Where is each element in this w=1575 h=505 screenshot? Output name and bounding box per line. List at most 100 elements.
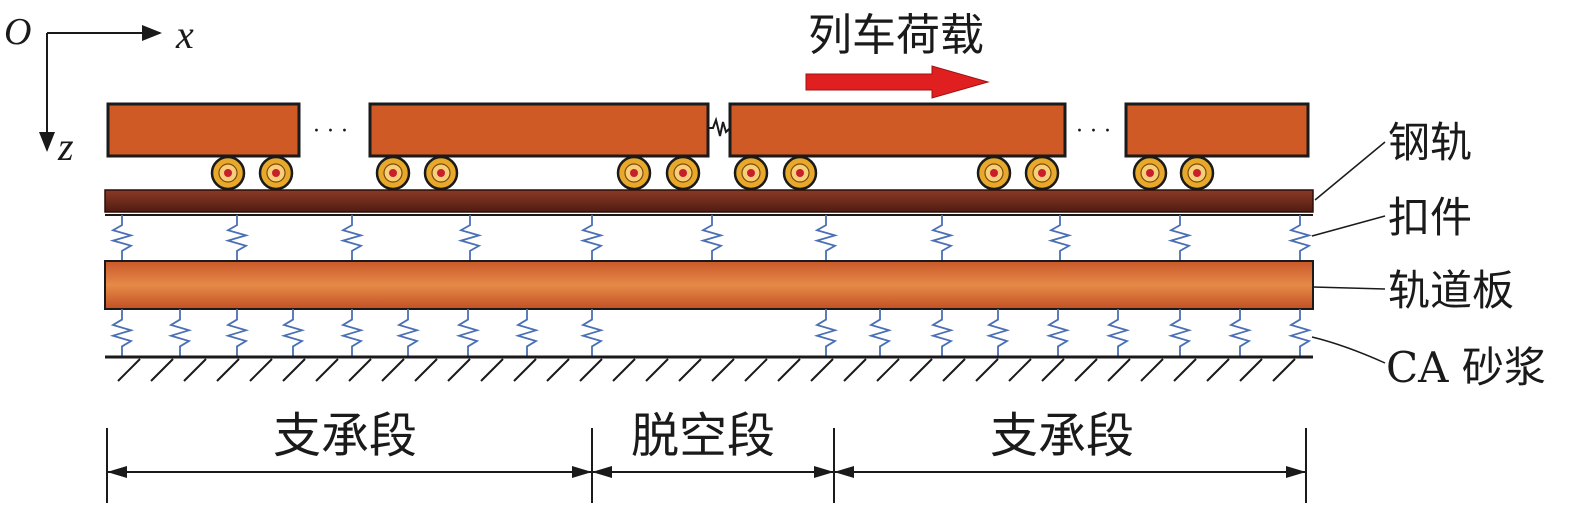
- rail: [104, 189, 1314, 213]
- fastener-leader: [1311, 215, 1386, 237]
- train-load: 列车荷载: [805, 10, 990, 99]
- dim-arrowhead: [592, 466, 612, 478]
- ground-hatch-line: [546, 358, 570, 382]
- fastener-spring: [339, 215, 365, 261]
- wheel: [375, 155, 411, 191]
- wheel-axle: [796, 169, 804, 177]
- mortar-spring: [579, 309, 605, 357]
- mortar-spring: [1045, 309, 1071, 357]
- ground-hatch-line: [810, 358, 834, 382]
- fastener-spring: [1167, 215, 1193, 261]
- ground-hatch-line: [975, 358, 999, 382]
- ground-hatch-line: [348, 358, 372, 382]
- ground-hatch-line: [414, 358, 438, 382]
- load-direction-arrow: [805, 65, 990, 99]
- train-load-label: 列车荷载: [808, 10, 984, 61]
- car-body-3: [728, 102, 1067, 158]
- fastener-spring: [1287, 215, 1313, 261]
- ground-hatch-line: [579, 358, 603, 382]
- ground-hatch-line: [1272, 358, 1296, 382]
- wheel-axle: [1038, 169, 1046, 177]
- wheel: [258, 155, 294, 191]
- wheel-axle: [224, 169, 232, 177]
- mortar-label: CA 砂浆: [1386, 343, 1546, 392]
- wheel: [616, 155, 652, 191]
- ground-hatch-line: [513, 358, 537, 382]
- mortar-spring: [929, 309, 955, 357]
- wheel-axle: [1146, 169, 1154, 177]
- mortar-spring: [167, 309, 193, 357]
- ground-hatch-line: [876, 358, 900, 382]
- wheel-axle: [437, 169, 445, 177]
- fastener-spring: [579, 215, 605, 261]
- fastener-label: 扣件: [1388, 193, 1472, 242]
- ground-hatch-line: [1239, 358, 1263, 382]
- dim-arrowhead: [572, 466, 592, 478]
- mortar-spring: [339, 309, 365, 357]
- fastener-spring: [699, 215, 725, 261]
- ground-hatch-line: [150, 358, 174, 382]
- component-labels: 钢轨 扣件 轨道板 CA 砂浆: [1311, 118, 1546, 392]
- segment-label-void: 脱空段: [631, 408, 775, 464]
- ground-hatch-line: [117, 358, 141, 382]
- ground-hatching: [117, 358, 1296, 382]
- ground-hatch-line: [843, 358, 867, 382]
- wheel: [665, 155, 701, 191]
- dim-arrowhead: [834, 466, 854, 478]
- mortar-spring: [224, 309, 250, 357]
- wheel-axle: [1193, 169, 1201, 177]
- ground-hatch-line: [777, 358, 801, 382]
- wheel: [1179, 155, 1215, 191]
- dim-arrowhead: [1286, 466, 1306, 478]
- wheel: [782, 155, 818, 191]
- track-slab: [104, 260, 1314, 310]
- ground: [105, 355, 1313, 382]
- ground-hatch-line: [216, 358, 240, 382]
- dim-arrowhead: [814, 466, 834, 478]
- car-body-1: [106, 102, 301, 158]
- wheel: [1132, 155, 1168, 191]
- wheel: [423, 155, 459, 191]
- fastener-spring: [457, 215, 483, 261]
- slab-leader: [1312, 286, 1386, 290]
- wheel: [733, 155, 769, 191]
- ground-hatch-line: [711, 358, 735, 382]
- z-axis-label: z: [57, 124, 74, 169]
- mortar-spring: [455, 309, 481, 357]
- fastener-spring: [1047, 215, 1073, 261]
- wheel-axle: [990, 169, 998, 177]
- ground-hatch-line: [744, 358, 768, 382]
- car-body-2: [368, 102, 710, 158]
- mortar-leader: [1311, 336, 1386, 364]
- ground-hatch-line: [315, 358, 339, 382]
- wheel: [976, 155, 1012, 191]
- car-coupler-spring: [708, 116, 731, 137]
- fastener-springs: [109, 215, 1313, 261]
- ground-hatch-line: [381, 358, 405, 382]
- fastener-spring: [224, 215, 250, 261]
- ground-hatch-line: [282, 358, 306, 382]
- fastener-spring: [813, 215, 839, 261]
- ground-hatch-line: [1008, 358, 1032, 382]
- slab-label: 轨道板: [1388, 266, 1514, 315]
- mortar-spring: [985, 309, 1011, 357]
- wheel: [1024, 155, 1060, 191]
- mortar-spring: [1105, 309, 1131, 357]
- wheel: [210, 155, 246, 191]
- rail-leader: [1314, 141, 1386, 201]
- rail-label: 钢轨: [1388, 118, 1472, 167]
- ground-hatch-line: [1140, 358, 1164, 382]
- dim-arrowhead: [107, 466, 127, 478]
- ground-hatch-line: [1173, 358, 1197, 382]
- wheel-axle: [272, 169, 280, 177]
- segment-dimensions: 支承段 脱空段 支承段: [106, 408, 1307, 503]
- ground-hatch-line: [1074, 358, 1098, 382]
- ground-hatch-line: [942, 358, 966, 382]
- wheel-axle: [679, 169, 687, 177]
- ground-hatch-line: [447, 358, 471, 382]
- ground-hatch-line: [249, 358, 273, 382]
- ellipsis-right: · · ·: [1076, 119, 1111, 144]
- origin-label: O: [4, 11, 31, 53]
- fastener-spring: [929, 215, 955, 261]
